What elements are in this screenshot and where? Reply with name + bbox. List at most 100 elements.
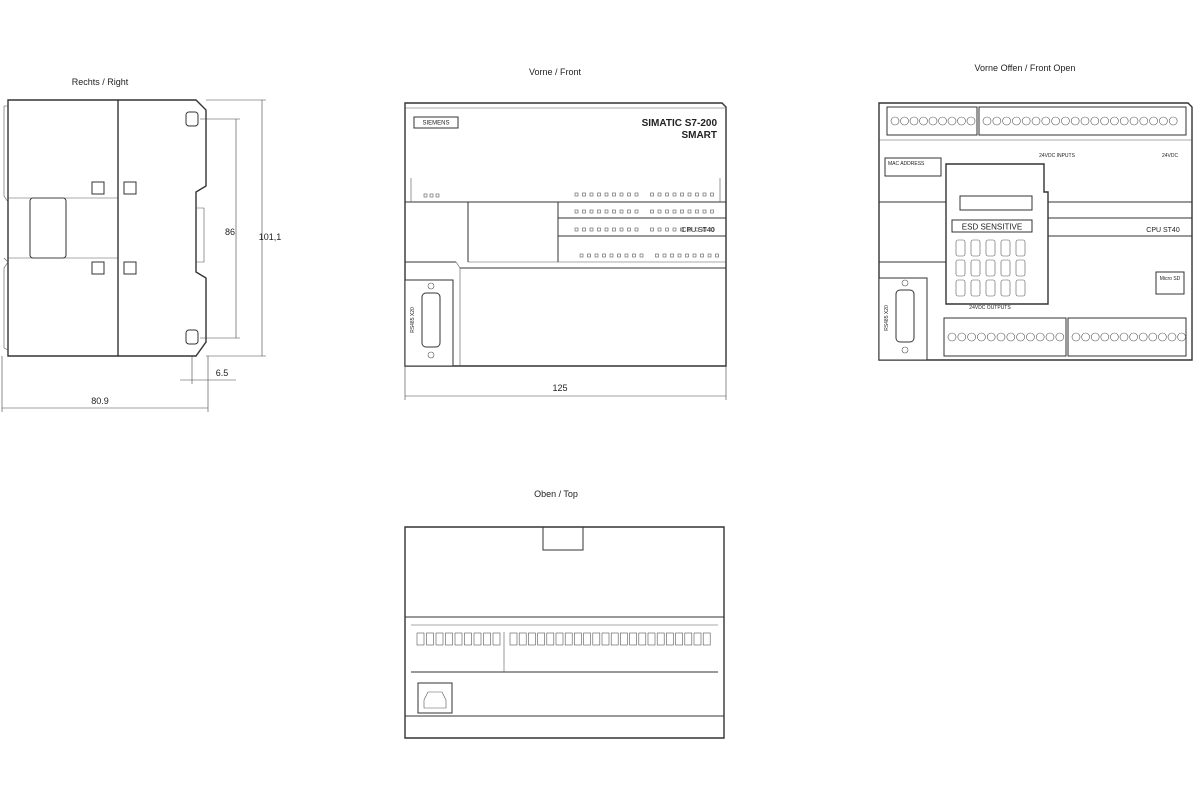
- front-open-port-screw-top: [901, 279, 909, 287]
- terminal-screw: [1031, 116, 1041, 126]
- dim-width: 125: [552, 383, 567, 393]
- front-open-port-label: RS485 X20: [884, 305, 890, 331]
- terminal-block: [555, 632, 564, 646]
- front-open-top-terminal-right: [978, 106, 1187, 136]
- terminal-screw: [928, 116, 938, 126]
- front-open-sd-label: Micro SD: [1160, 276, 1181, 282]
- led-dot: [639, 253, 644, 258]
- board-slot: [970, 259, 981, 277]
- terminal-screw: [1159, 116, 1168, 126]
- led-dot: [710, 227, 714, 232]
- terminal-block: [492, 632, 501, 646]
- top-view-ethernet-socket: [423, 691, 447, 709]
- front-view-terminal-lines: [558, 217, 726, 237]
- top-view-ethernet-port: [417, 682, 453, 714]
- top-view: Oben / Top: [404, 489, 725, 739]
- right-view-tab-1: [91, 181, 105, 195]
- led-dot: [609, 253, 614, 258]
- led-dot: [650, 192, 654, 197]
- led-dot: [715, 253, 719, 258]
- terminal-block: [702, 632, 711, 646]
- led-dot: [589, 227, 594, 232]
- dim-depth: 80.9: [91, 396, 109, 406]
- top-view-terminals: [416, 632, 711, 646]
- right-view-left-edge: [3, 105, 9, 351]
- terminal-block: [546, 632, 555, 646]
- board-slot: [985, 239, 996, 257]
- terminal-screw: [1100, 332, 1110, 342]
- led-dot: [670, 253, 674, 258]
- terminal-screw: [1090, 116, 1100, 126]
- terminal-screw: [947, 116, 957, 126]
- board-slot: [955, 239, 966, 257]
- led-dot: [665, 227, 669, 232]
- terminal-screw: [1080, 116, 1090, 126]
- led-dot: [589, 209, 594, 214]
- right-view-tab-4: [123, 261, 137, 275]
- terminal-block: [464, 632, 472, 646]
- terminal-block: [454, 632, 463, 646]
- terminal-screw: [1026, 332, 1035, 342]
- top-view-title: Oben / Top: [534, 489, 578, 499]
- right-view-dim-depth: [1, 356, 209, 412]
- led-dot: [574, 209, 579, 214]
- led-dot: [672, 192, 677, 197]
- terminal-screw: [919, 116, 928, 126]
- terminal-screw: [1055, 332, 1065, 342]
- board-slot: [1000, 259, 1011, 277]
- front-open-cpu-label: CPU ST40: [1146, 227, 1180, 234]
- led-dot: [707, 253, 712, 258]
- led-dot: [429, 193, 434, 198]
- front-open-sd-slot: [1155, 271, 1185, 295]
- terminal-screw: [1100, 116, 1109, 126]
- board-slot: [955, 259, 966, 277]
- led-dot: [657, 227, 662, 232]
- front-view-port-label: RS485 X20: [410, 307, 416, 333]
- led-dot: [632, 253, 636, 258]
- right-view-title: Rechts / Right: [72, 77, 129, 87]
- terminal-block: [426, 632, 434, 646]
- front-open-outputs-label: 24VDC OUTPUTS: [969, 305, 1011, 311]
- terminal-block: [601, 632, 610, 646]
- terminal-screw: [1081, 332, 1090, 342]
- terminal-screw: [1021, 116, 1031, 126]
- front-view-clips: [410, 178, 721, 202]
- board-slot: [1000, 279, 1011, 297]
- front-view-port-connector: [421, 292, 441, 348]
- led-dot: [662, 253, 667, 258]
- front-open-port-connector: [895, 289, 915, 343]
- led-dot: [604, 192, 609, 197]
- terminal-screw: [1071, 332, 1081, 342]
- terminal-block: [574, 632, 582, 646]
- led-dot: [634, 227, 639, 232]
- board-slot: [1000, 239, 1011, 257]
- front-view-port-screw-top: [427, 282, 435, 290]
- led-dot: [624, 253, 629, 258]
- front-open-board-slots: [955, 239, 1026, 297]
- led-dot: [579, 253, 584, 258]
- terminal-screw: [1041, 116, 1051, 126]
- led-dot: [695, 209, 699, 214]
- terminal-screw: [1051, 116, 1060, 126]
- led-dot: [597, 209, 601, 214]
- led-dot: [612, 192, 616, 197]
- front-open-supply-label: 24VDC: [1162, 153, 1179, 159]
- terminal-block: [684, 632, 693, 646]
- board-slot: [985, 279, 996, 297]
- terminal-block: [473, 632, 482, 646]
- led-dot: [665, 192, 669, 197]
- front-view-brand-box: [413, 116, 459, 129]
- terminal-block: [675, 632, 683, 646]
- front-open-bottom-terminal-right: [1067, 317, 1187, 357]
- right-view-dim-inner: [200, 118, 240, 339]
- terminal-block: [583, 632, 591, 646]
- led-dot: [612, 209, 616, 214]
- terminal-screw: [1119, 332, 1129, 342]
- led-dot: [594, 253, 599, 258]
- terminal-screw: [1110, 116, 1119, 126]
- terminal-screw: [957, 116, 966, 126]
- led-dot: [627, 227, 631, 232]
- terminal-screw: [909, 116, 919, 126]
- terminal-screw: [1129, 116, 1139, 126]
